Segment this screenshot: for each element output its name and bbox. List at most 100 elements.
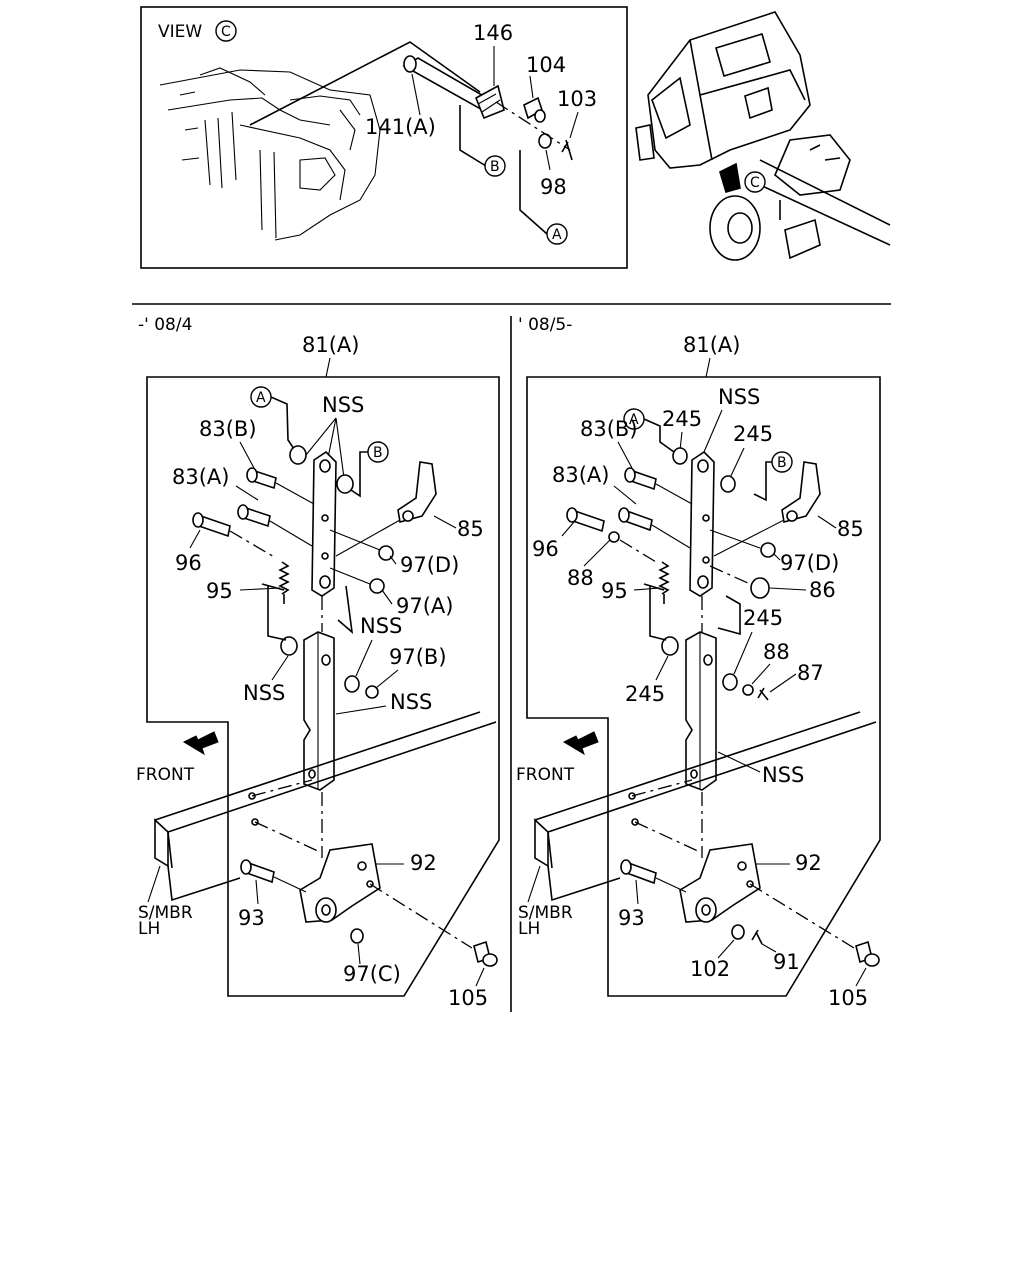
left-bolt-83a [237,504,271,528]
right-bushing-245-mid [722,673,738,691]
right-callout-105: 105 [828,986,868,1010]
right-bushing-right [720,475,736,493]
ref-b-circle [484,155,506,177]
left-member-centerlines [251,779,321,853]
right-ring-86 [750,577,770,599]
right-bracket-85-line [713,519,785,557]
right-callout-91: 91 [773,950,800,974]
left-nss-bracket-line [337,585,354,634]
left-bolt-96 [192,512,231,538]
left-washer-97c [350,928,364,944]
left-bolt-105-line [369,883,473,949]
right-lh-label: LH [518,919,540,939]
left-callout-92: 92 [410,851,437,875]
left-smbr-leader [147,865,161,903]
right-bushing-245-left [661,636,679,656]
right-callout-83b: 83(B) [580,417,638,441]
right-leader-85 [817,515,837,529]
right-leader-83a [613,485,637,505]
right-callout-245a: 245 [662,407,702,431]
left-smbr-label: S/MBR [138,903,193,923]
bracket-146 [474,84,505,120]
left-upper-link [311,450,337,597]
cotter-pin-103 [561,139,573,161]
leader-104 [529,75,534,99]
left-bolt-83b-line [275,482,315,505]
right-leader-245c [733,631,753,675]
right-callout-85: 85 [837,517,864,541]
right-bolt-96-line [619,539,657,563]
right-callout-88a: 88 [567,566,594,590]
right-ring-bracket-line [717,595,741,636]
right-bolt-105-line [749,883,855,949]
right-washer-88a [608,531,620,543]
right-panel: ' 08/5- 81(A) A B NSS 245 245 [516,315,881,1010]
right-callout-nss: NSS [762,763,804,787]
right-leader-97d [773,553,781,561]
right-bracket-92 [679,843,761,923]
left-bolt-105 [473,940,498,967]
right-callout-93: 93 [618,906,645,930]
left-panel: -' 08/4 81(A) A B NSS [136,315,500,1010]
right-washer-97d-line [709,529,761,549]
left-leader-nss-left [271,655,289,681]
left-leader-nss-right [335,705,387,715]
ref-a-text: A [552,227,562,243]
callout-146: 146 [473,21,513,45]
right-member-centerlines [631,779,701,853]
right-leader-245a [679,431,683,451]
right-ref-b-line [753,461,772,502]
left-callout-95: 95 [206,579,233,603]
right-bracket-85 [781,461,821,524]
left-leader-nss-mid [355,639,373,677]
left-callout-83a: 83(A) [172,465,229,489]
right-leader-96 [561,521,575,537]
left-front-arrow-icon [182,731,219,756]
right-leader-83b [617,441,633,469]
right-spring-95 [658,561,670,604]
right-bushing-top [672,447,688,465]
left-bracket-85-line [335,519,401,557]
left-callout-105: 105 [448,986,488,1010]
left-callout-97b: 97(B) [389,645,447,669]
right-callout-86: 86 [809,578,836,602]
leader-103 [569,111,579,139]
left-bushing-top [289,445,307,465]
right-leader-95 [633,587,661,591]
left-ref-b-text: B [373,445,383,461]
right-ref-a-text: A [629,412,639,428]
left-leader-85 [433,515,457,529]
right-leader-91 [761,943,777,953]
right-assembly-label: 81(A) [683,333,740,357]
left-nss-top: NSS [322,393,364,417]
left-callout-83b: 83(B) [199,417,257,441]
right-spring-leader [643,583,667,641]
view-c-frame [140,6,628,269]
left-callout-85: 85 [457,517,484,541]
right-bolt-83b [624,467,657,491]
right-callout-83a: 83(A) [552,463,609,487]
right-cotter-91 [751,929,763,945]
left-washer-97b [365,685,379,699]
right-leader-88a [583,539,611,567]
right-ref-a-line [643,418,675,453]
right-front-arrow-icon [562,731,599,756]
left-callout-97d: 97(D) [400,553,459,577]
right-callout-96: 96 [532,537,559,561]
right-callout-97d: 97(D) [780,551,839,575]
left-ref-a-text: A [256,390,266,406]
left-assembly-frame [146,376,500,997]
left-callout-96: 96 [175,551,202,575]
right-bolt-93 [620,859,657,885]
right-bolt-83b-line [655,483,693,505]
right-assembly-leader [705,357,711,378]
ref-a-circle [546,223,568,245]
right-bolt-83a [618,507,653,532]
ref-a-line [519,150,548,235]
right-callout-245b: 245 [733,422,773,446]
left-leader-105 [475,967,485,987]
left-bushing-nss-mid [344,675,360,693]
leader-to-clip [249,41,481,126]
leader-98 [545,149,551,171]
